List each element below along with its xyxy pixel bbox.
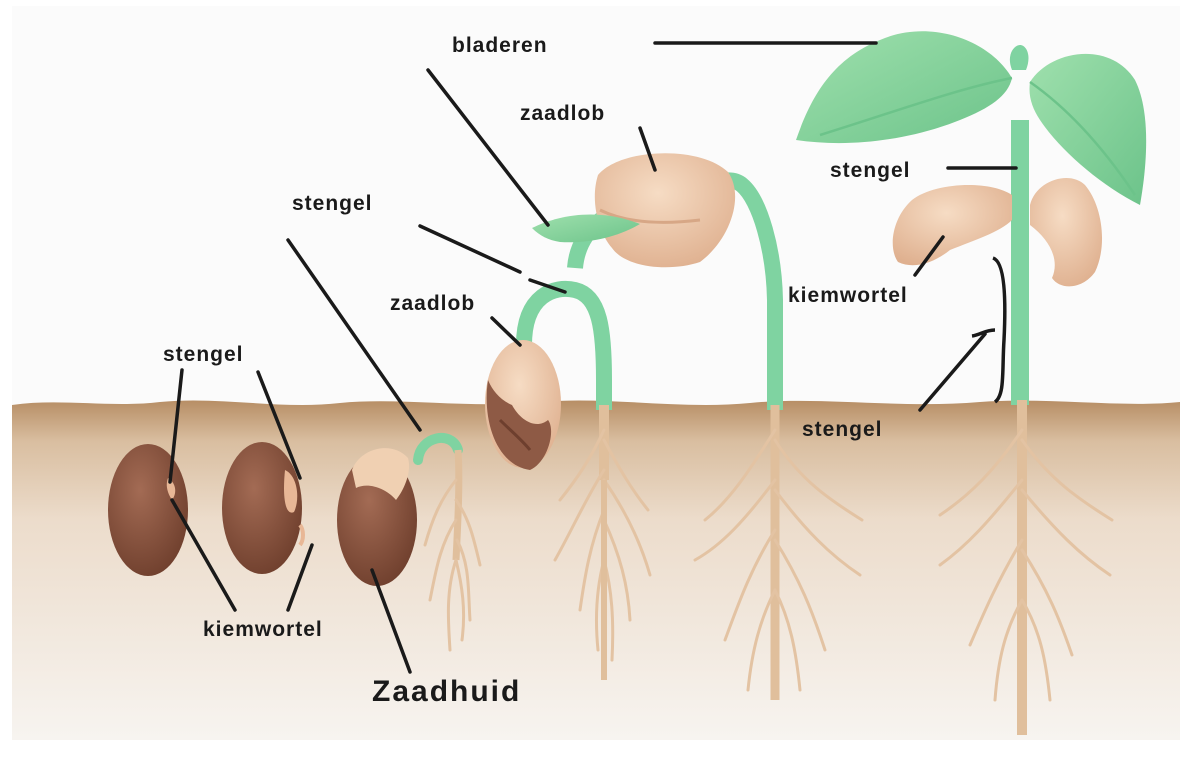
label-kiemwortel-right: kiemwortel bbox=[788, 284, 908, 307]
label-bladeren: bladeren bbox=[452, 34, 548, 57]
label-stengel-right-top: stengel bbox=[830, 159, 911, 182]
label-kiemwortel-left: kiemwortel bbox=[203, 618, 323, 641]
label-stengel-right-bottom: stengel bbox=[802, 418, 883, 441]
label-zaadhuid: Zaadhuid bbox=[372, 675, 521, 708]
label-stengel-left: stengel bbox=[163, 343, 244, 366]
label-zaadlob-mid: zaadlob bbox=[390, 292, 475, 315]
label-zaadlob-top: zaadlob bbox=[520, 102, 605, 125]
label-stengel-mid: stengel bbox=[292, 192, 373, 215]
